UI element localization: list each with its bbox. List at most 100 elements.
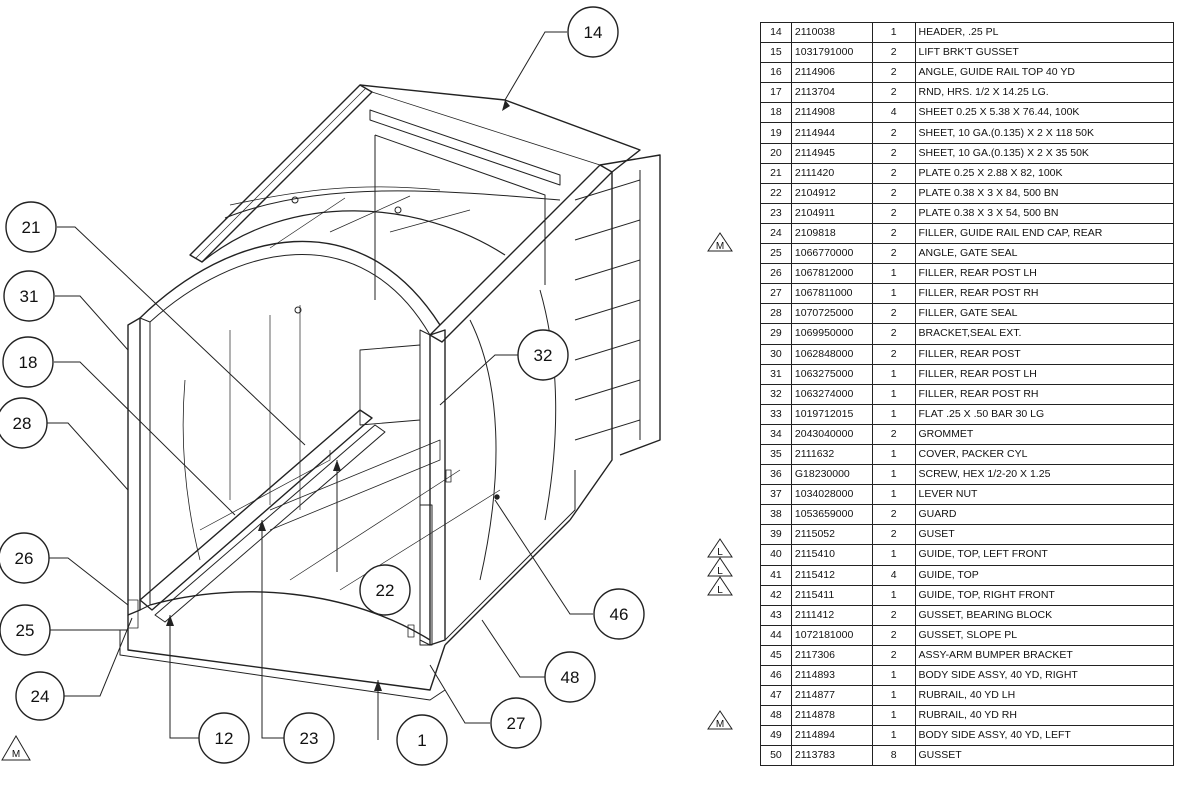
quantity-cell: 1 — [871, 383, 916, 405]
part-number-cell: 1053659000 — [790, 504, 873, 526]
balloon-label: 48 — [561, 668, 580, 687]
part-number-cell: 2114893 — [790, 664, 873, 687]
quantity-cell: 2 — [871, 162, 916, 184]
description-cell: SHEET 0.25 X 5.38 X 76.44, 100K — [914, 102, 1175, 124]
description-cell: GUSSET — [914, 745, 1175, 767]
balloon: 21 — [5, 201, 57, 253]
revision-letter: M — [12, 749, 20, 760]
description-cell: LIFT BRK'T GUSSET — [914, 42, 1175, 64]
quantity-cell: 2 — [871, 122, 916, 144]
balloon-label: 31 — [20, 287, 39, 306]
item-number-cell: 18 — [760, 102, 792, 124]
item-number-cell: 34 — [760, 423, 792, 445]
part-number-cell: 1063274000 — [790, 383, 873, 405]
balloon: 12 — [198, 712, 250, 764]
item-number-cell: 21 — [760, 162, 792, 184]
item-number-cell: 36 — [760, 464, 792, 486]
balloon-label: 14 — [584, 23, 603, 42]
description-cell: ANGLE, GUIDE RAIL TOP 40 YD — [914, 62, 1175, 84]
description-cell: FILLER, REAR POST — [914, 343, 1175, 365]
part-number-cell: 1066770000 — [790, 243, 873, 265]
revision-triangle-icon: L — [707, 556, 733, 577]
leader-arrowheads — [166, 100, 510, 691]
quantity-cell: 1 — [871, 584, 916, 606]
item-number-cell: 17 — [760, 82, 792, 104]
part-number-cell: 1072181000 — [790, 624, 873, 646]
balloon: 32 — [517, 329, 569, 381]
item-number-cell: 44 — [760, 624, 792, 646]
description-cell: FILLER, REAR POST RH — [914, 283, 1175, 305]
quantity-cell: 1 — [871, 544, 916, 566]
item-number-cell: 20 — [760, 142, 792, 164]
assembly-drawing: 14 21 31 18 28 26 25 24 12 23 1 27 48 46… — [0, 6, 661, 766]
part-number-cell: 2114944 — [790, 122, 873, 144]
description-cell: FILLER, REAR POST LH — [914, 363, 1175, 385]
part-number-cell: 2115410 — [790, 544, 873, 566]
description-cell: FILLER, GATE SEAL — [914, 303, 1175, 325]
description-cell: RND, HRS. 1/2 X 14.25 LG. — [914, 82, 1175, 104]
description-cell: ANGLE, GATE SEAL — [914, 243, 1175, 265]
revision-letter: L — [717, 547, 723, 558]
balloon-label: 12 — [215, 729, 234, 748]
item-number-cell: 45 — [760, 644, 792, 667]
part-number-cell: 1070725000 — [790, 303, 873, 325]
leader-lines — [47, 31, 593, 740]
quantity-cell: 2 — [871, 222, 916, 245]
quantity-cell: 1 — [871, 363, 916, 385]
description-cell: GUSET — [914, 524, 1175, 546]
balloon-label: 27 — [507, 714, 526, 733]
balloon: 46 — [593, 588, 645, 640]
balloon-label: 46 — [610, 605, 629, 624]
item-number-cell: 40 — [760, 544, 792, 566]
description-cell: BODY SIDE ASSY, 40 YD, RIGHT — [914, 664, 1175, 687]
quantity-cell: 4 — [871, 564, 916, 586]
balloon: 22 — [359, 564, 411, 616]
description-cell: RUBRAIL, 40 YD RH — [914, 705, 1175, 727]
balloon-label: 25 — [16, 621, 35, 640]
description-cell: PLATE 0.38 X 3 X 84, 500 BN — [914, 182, 1175, 204]
description-cell: FLAT .25 X .50 BAR 30 LG — [914, 403, 1175, 425]
description-cell: SHEET, 10 GA.(0.135) X 2 X 118 50K — [914, 122, 1175, 144]
description-cell: FILLER, GUIDE RAIL END CAP, REAR — [914, 222, 1175, 245]
item-number-cell: 22 — [760, 182, 792, 204]
part-number-cell: 2111632 — [790, 443, 873, 466]
balloon-label: 28 — [13, 414, 32, 433]
description-cell: GUSSET, BEARING BLOCK — [914, 604, 1175, 626]
revision-letter: L — [717, 566, 723, 577]
balloon: 27 — [490, 697, 542, 749]
description-cell: FILLER, REAR POST LH — [914, 263, 1175, 285]
item-number-cell: 14 — [760, 21, 792, 44]
quantity-cell: 8 — [871, 745, 916, 767]
quantity-cell: 1 — [871, 403, 916, 425]
part-number-cell: 1031791000 — [790, 42, 873, 64]
revision-triangle-icon: M — [1, 735, 31, 761]
balloon: 1 — [396, 714, 448, 766]
balloon-label: 26 — [15, 549, 34, 568]
quantity-cell: 2 — [871, 343, 916, 365]
quantity-cell: 2 — [871, 202, 916, 224]
part-number-cell: 2111412 — [790, 604, 873, 626]
part-number-cell: 2113783 — [790, 745, 873, 767]
revision-letter: L — [717, 585, 723, 596]
part-number-cell: 2114908 — [790, 102, 873, 124]
quantity-cell: 1 — [871, 283, 916, 305]
part-number-cell: 2115052 — [790, 524, 873, 546]
item-number-cell: 29 — [760, 323, 792, 345]
item-number-cell: 19 — [760, 122, 792, 144]
part-number-cell: 2111420 — [790, 162, 873, 184]
item-number-cell: 32 — [760, 383, 792, 405]
